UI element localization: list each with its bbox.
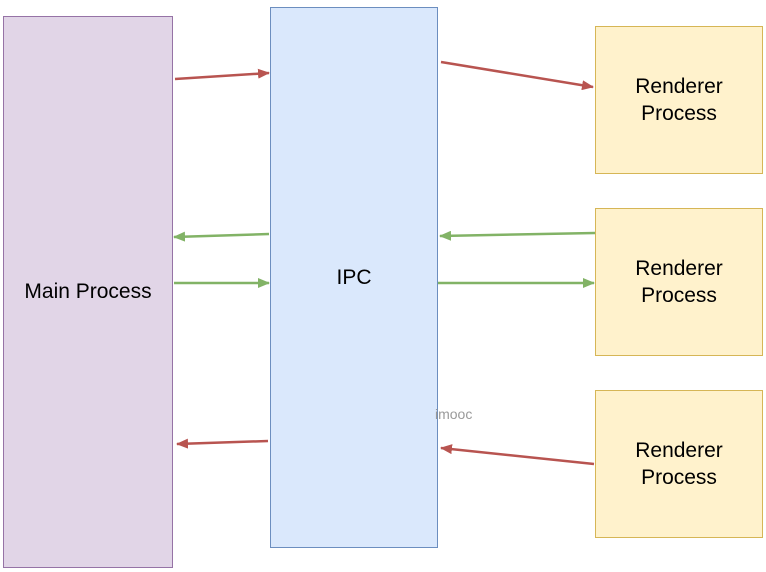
renderer-process-box-1: Renderer Process xyxy=(595,26,763,174)
main-process-label: Main Process xyxy=(24,280,152,303)
ipc-label: IPC xyxy=(336,265,372,289)
arrow-ipc-to-renderer-1-red xyxy=(440,60,594,91)
main-process-box: Main Process xyxy=(3,16,173,568)
imooc-watermark: imooc xyxy=(435,406,473,422)
renderer-process-label-1: Renderer Process xyxy=(635,75,723,125)
renderer-process-label-3: Renderer Process xyxy=(635,439,723,489)
renderer-process-box-2: Renderer Process xyxy=(595,208,763,356)
arrow-ipc-to-main-red xyxy=(176,438,269,449)
arrow-renderer-2-to-ipc-green xyxy=(439,230,596,241)
renderer-process-box-3: Renderer Process xyxy=(595,390,763,538)
renderer-process-label-2: Renderer Process xyxy=(635,257,723,307)
ipc-box: IPC xyxy=(270,7,438,548)
arrow-ipc-to-main-green xyxy=(173,231,270,242)
arrow-renderer-3-to-ipc-red xyxy=(440,444,595,466)
arrow-main-to-ipc-red xyxy=(174,68,270,81)
